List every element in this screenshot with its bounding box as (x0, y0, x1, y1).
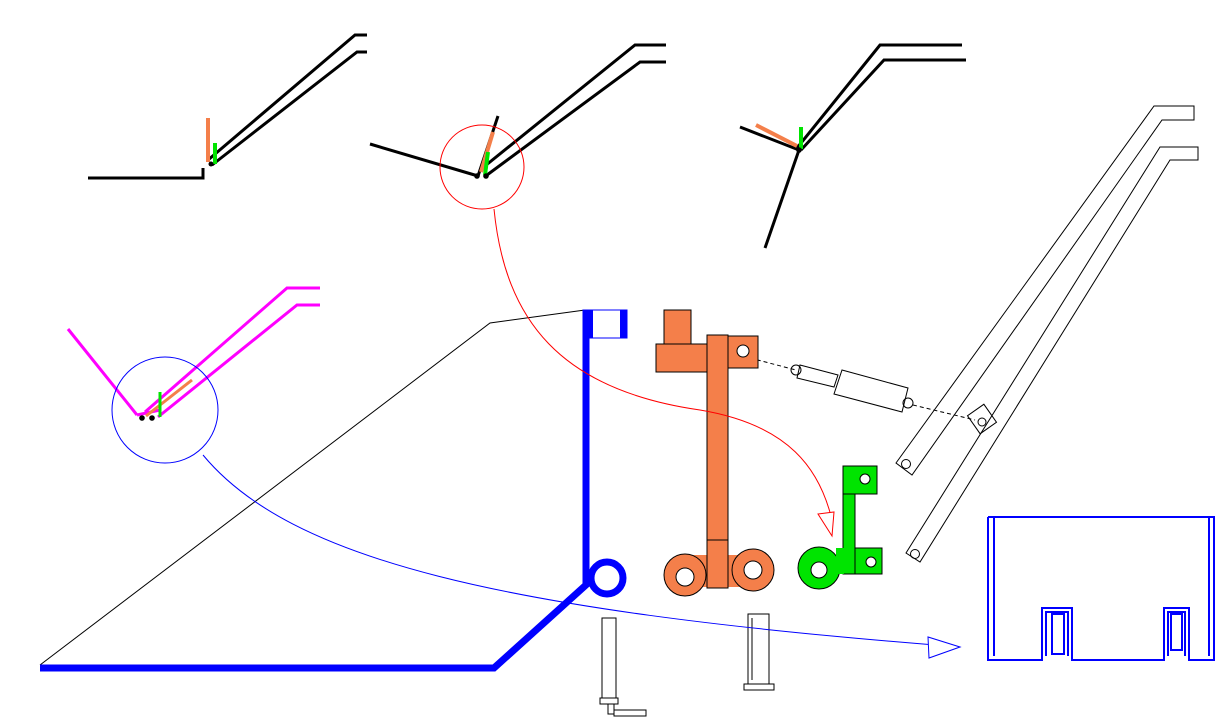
linkage-sketch-4 (66, 286, 320, 464)
linkage-sketch-3 (739, 43, 966, 249)
green-bracket (797, 465, 883, 590)
long-rail-arms (895, 105, 1199, 563)
callout-arrow-red (493, 208, 835, 538)
detail-zoom-circle-red (439, 124, 525, 210)
pin-parts (599, 613, 775, 717)
detail-zoom-circle-blue (111, 356, 219, 464)
orange-bracket (655, 309, 775, 597)
blue-cover-plate (987, 516, 1215, 661)
hydraulic-cylinder (749, 357, 976, 421)
linkage-sketch-1 (88, 33, 367, 180)
linkage-sketch-2 (369, 43, 666, 210)
callout-arrow-blue (202, 454, 962, 659)
blue-lever-frame (39, 309, 628, 672)
